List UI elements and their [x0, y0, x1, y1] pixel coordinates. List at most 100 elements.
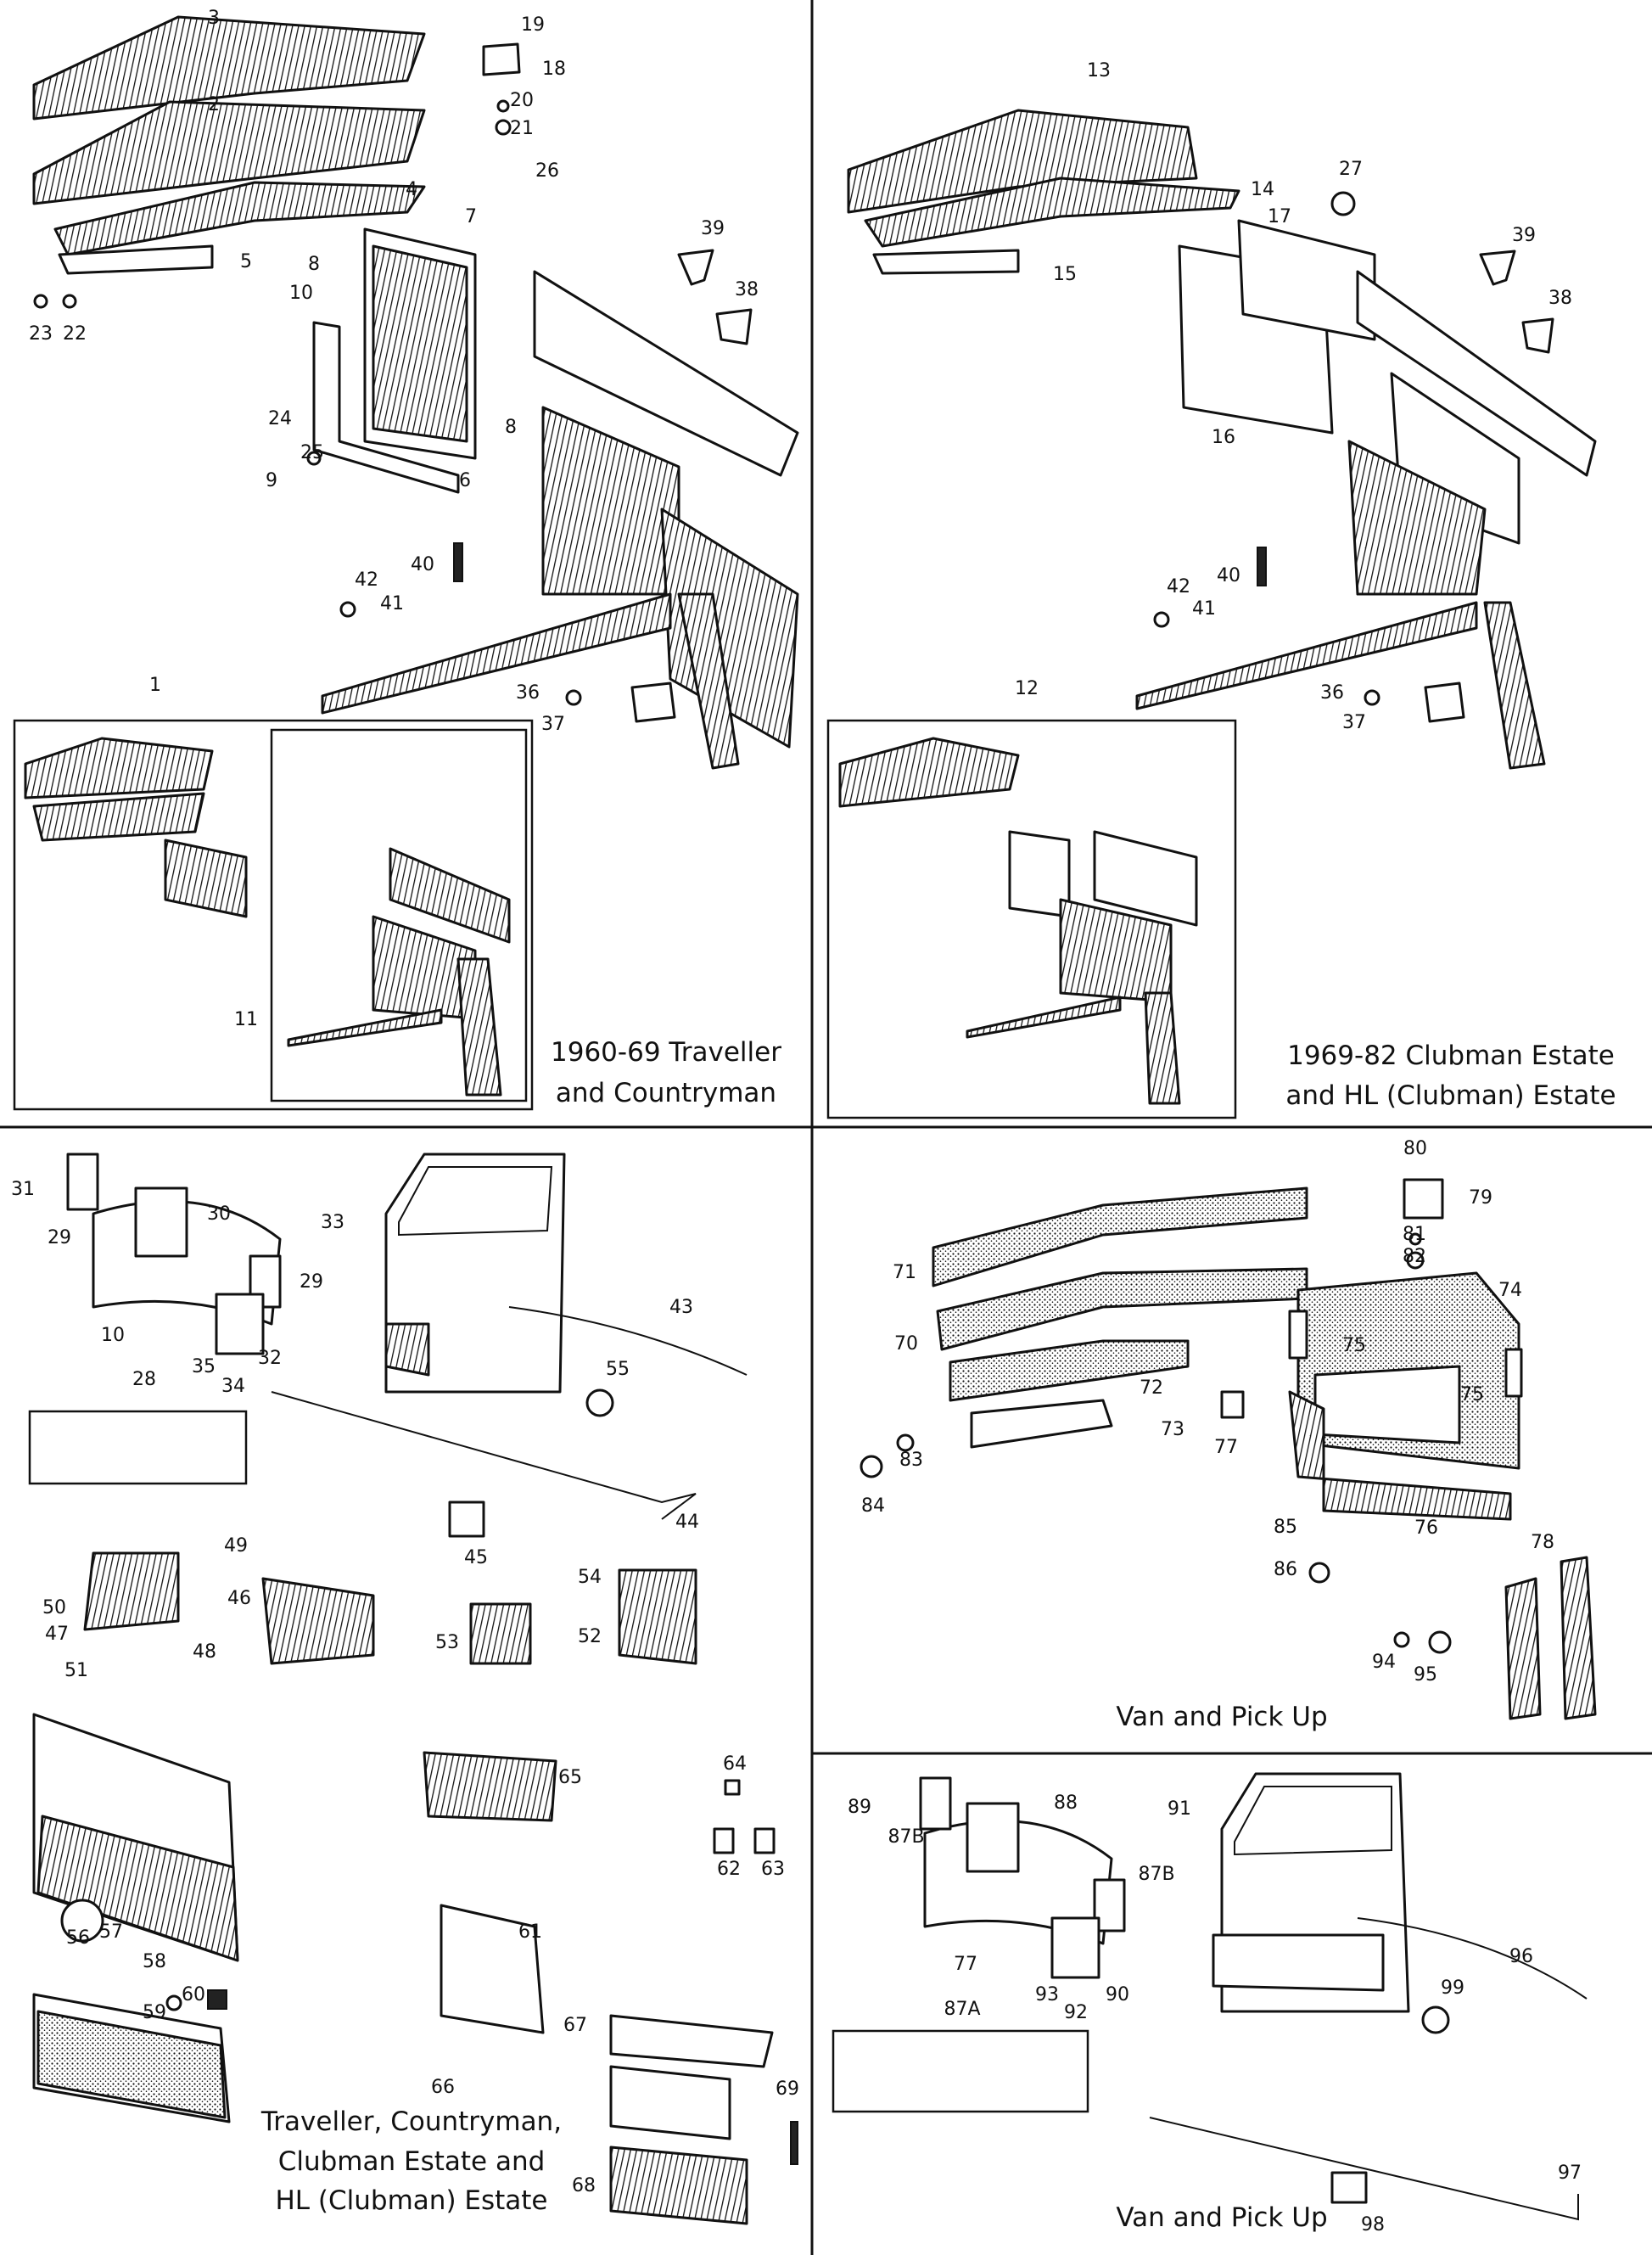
callout-clubman-42: 42 [1167, 576, 1190, 597]
part-15-panel [872, 249, 1020, 275]
callout-clubman-15: 15 [1053, 264, 1077, 285]
part-88-bracket [966, 1802, 1020, 1873]
callout-traveller-8: 8 [308, 254, 320, 275]
callout-clubman-39: 39 [1512, 225, 1536, 246]
callout-door_trims-50: 50 [42, 1597, 66, 1618]
callout-traveller-36: 36 [516, 682, 540, 704]
callout-van_doors-88: 88 [1054, 1792, 1078, 1814]
part-69-fastener [790, 2121, 798, 2165]
callout-door_trims-66: 66 [431, 2077, 455, 2098]
part-5-panel [58, 244, 214, 275]
callout-door_trims-10: 10 [101, 1325, 125, 1346]
callout-door_trims-33: 33 [321, 1212, 344, 1233]
callout-door_trims-29: 29 [48, 1227, 71, 1248]
part-18-bracket [482, 42, 521, 76]
part-70-header [936, 1267, 1308, 1351]
callout-door_trims-29: 29 [300, 1271, 323, 1293]
part-pillar-trim [677, 592, 740, 770]
part-44-rail [271, 1391, 697, 1520]
part-clubman-pillar [1483, 601, 1546, 770]
part-75-clip [1288, 1310, 1308, 1360]
part-82-nut [1406, 1251, 1425, 1270]
callout-traveller-40: 40 [411, 554, 434, 575]
part-67-tray [609, 2014, 774, 2068]
caption-door_trims-line-3: HL (Clubman) Estate [275, 2185, 547, 2216]
callout-van_trims-77: 77 [1214, 1437, 1238, 1458]
part-45-clip [448, 1501, 485, 1538]
part-side-panel-large [1356, 270, 1597, 477]
part-39-clip [677, 249, 714, 286]
part-21-nut [495, 119, 512, 136]
callout-door_trims-43: 43 [669, 1297, 693, 1318]
part-55-button [585, 1388, 614, 1417]
part-75-clip-b [1504, 1348, 1523, 1398]
callout-clubman-41: 41 [1192, 598, 1216, 620]
callout-clubman-16: 16 [1212, 427, 1235, 448]
callout-van_trims-81: 81 [1403, 1224, 1426, 1245]
callout-clubman-38: 38 [1548, 288, 1572, 309]
callout-traveller-23: 23 [29, 323, 53, 345]
callout-traveller-9: 9 [266, 470, 277, 491]
callout-clubman-40: 40 [1217, 565, 1240, 586]
callout-van_trims-79: 79 [1469, 1187, 1492, 1209]
callout-door_trims-51: 51 [64, 1660, 88, 1681]
callout-door_trims-61: 61 [518, 1921, 542, 1943]
callout-door_trims-35: 35 [192, 1356, 216, 1377]
callout-door_trims-63: 63 [761, 1859, 785, 1880]
part-61-panel [440, 1904, 545, 2034]
part-39-clip-clubman [1479, 250, 1516, 286]
inset-frame-clubman [826, 719, 1237, 1119]
part-83-screw [896, 1433, 915, 1452]
callout-van_trims-80: 80 [1403, 1138, 1427, 1159]
callout-traveller-37: 37 [541, 714, 565, 735]
inset-clubman-sill [966, 996, 1122, 1039]
callout-van_doors-87A: 87A [944, 1999, 980, 2020]
part-3-roof-trim [32, 15, 426, 121]
callout-van_trims-84: 84 [861, 1495, 885, 1517]
callout-door_trims-69: 69 [776, 2078, 799, 2100]
inset-clubman-roof [838, 737, 1020, 808]
callout-van_doors-91: 91 [1168, 1798, 1191, 1820]
callout-van_doors-93: 93 [1035, 1984, 1059, 2005]
part-42-cap [339, 601, 356, 618]
part-23-screw [33, 294, 48, 309]
callout-van_trims-76: 76 [1414, 1517, 1438, 1539]
part-87b-plate [919, 1776, 952, 1831]
part-clubman-sill [1135, 601, 1478, 710]
part-25-washer [306, 451, 322, 466]
part-37-cap-clubman [1364, 689, 1380, 706]
callout-door_trims-30: 30 [207, 1203, 231, 1225]
part-clip-clubman [1424, 682, 1465, 723]
part-74-cutout [1313, 1365, 1461, 1444]
callout-traveller-20: 20 [510, 90, 534, 111]
callout-traveller-11: 11 [234, 1009, 258, 1030]
part-81-washer [1408, 1232, 1422, 1246]
callout-clubman-36: 36 [1320, 682, 1344, 704]
callout-van_doors-87B: 87B [888, 1826, 924, 1848]
part-46-trim [261, 1577, 375, 1665]
callout-van_doors-77: 77 [954, 1954, 977, 1975]
callout-door_trims-52: 52 [578, 1626, 602, 1647]
caption-van_doors-line-1: Van and Pick Up [1116, 2202, 1327, 2233]
inset-quarter [389, 847, 511, 944]
van-door-window [1234, 1786, 1392, 1856]
part-72-panel [949, 1339, 1190, 1402]
part-68-box [609, 2146, 748, 2225]
part-71-header [932, 1186, 1308, 1287]
caption-clubman-line-2: and HL (Clubman) Estate [1285, 1080, 1616, 1111]
callout-door_trims-60: 60 [182, 1984, 205, 2005]
door-card-pocket [36, 1815, 239, 1962]
callout-door_trims-49: 49 [224, 1535, 248, 1557]
part-40-fastener-clubman [1257, 547, 1267, 586]
caption-door_trims-line-2: Clubman Estate and [278, 2146, 546, 2177]
part-98-clip [1330, 2171, 1368, 2204]
part-84-cap [860, 1455, 883, 1478]
part-29-plate [66, 1153, 99, 1211]
inset-clubman-pillar [1144, 991, 1181, 1105]
part-96-seal [1357, 1917, 1588, 2000]
callout-traveller-26: 26 [535, 160, 559, 182]
callout-traveller-18: 18 [542, 59, 566, 80]
